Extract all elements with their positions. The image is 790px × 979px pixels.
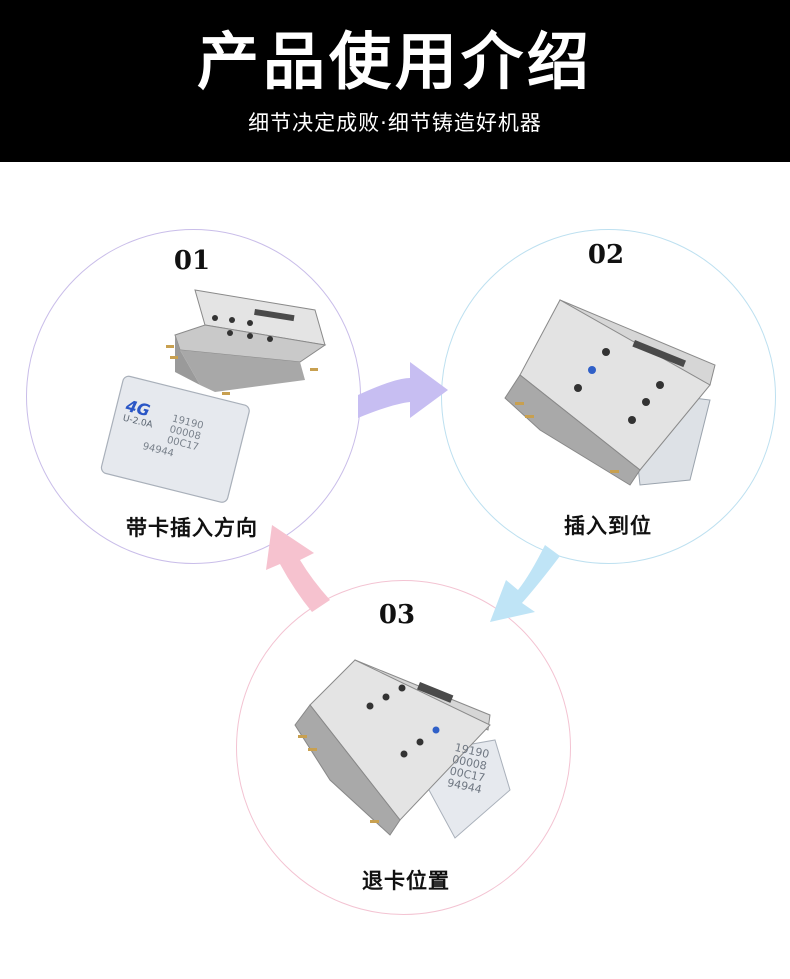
page-subtitle: 细节决定成败·细节铸造好机器	[248, 111, 542, 135]
sim-connector-image	[166, 289, 327, 395]
sim-connector-eject-image	[294, 659, 511, 839]
sim-card-image	[100, 375, 250, 503]
step-1-number: 01	[173, 246, 211, 276]
step-1-label: 带卡插入方向	[126, 516, 258, 540]
arrow-up-left-icon	[266, 525, 330, 612]
header-banner: 产品使用介绍 细节决定成败·细节铸造好机器	[0, 0, 790, 162]
step-2-number: 02	[587, 240, 625, 270]
page-title: 产品使用介绍	[196, 25, 593, 98]
arrow-down-left-icon	[490, 545, 560, 622]
step-2-label: 插入到位	[564, 514, 652, 538]
step-3-label: 退卡位置	[362, 869, 450, 893]
step-3-number: 03	[378, 600, 416, 630]
sim-connector-inserted-image	[504, 299, 716, 486]
arrow-right-icon	[358, 362, 448, 418]
